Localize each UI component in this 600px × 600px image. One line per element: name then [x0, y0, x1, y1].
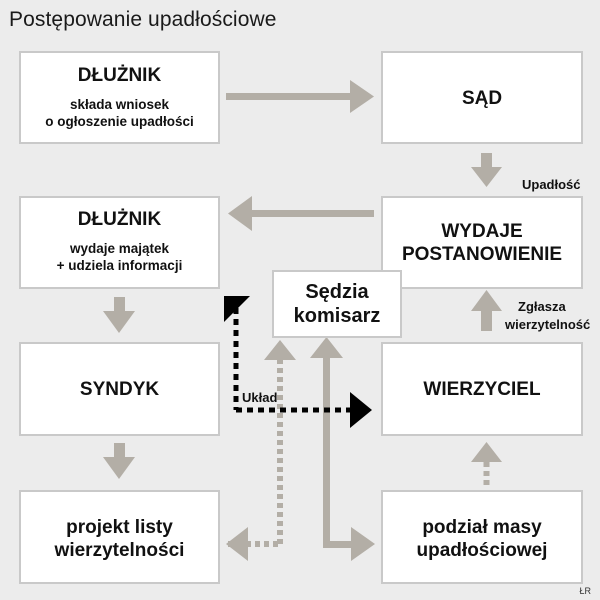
sad-heading: SĄD: [461, 88, 503, 109]
dluznik-line1: składa wniosek: [69, 97, 170, 112]
dluznik2-line1: wydaje majątek: [69, 241, 170, 256]
postanowienie-line1: WYDAJE: [441, 221, 523, 242]
label-zglasza: Zgłasza: [518, 299, 566, 314]
dluznik2-heading: DŁUŻNIK: [77, 209, 162, 230]
postanowienie-line2: POSTANOWIENIE: [401, 244, 563, 265]
sedzia-line2: komisarz: [293, 305, 381, 327]
box-syndyk: SYNDYK: [19, 342, 220, 436]
wierzyciel-heading: WIERZYCIEL: [423, 379, 541, 400]
arrow-postanowienie-to-dluznik: [228, 196, 374, 231]
arrow-podzial-to-wierzyciel-dotted: [471, 442, 502, 485]
arrow-sad-down: [471, 153, 502, 187]
arrow-wierzyciel-up: [471, 290, 502, 331]
dluznik2-line2: + udziela informacji: [56, 258, 183, 273]
box-podzial-masy: podział masy upadłościowej: [381, 490, 583, 584]
podzial-line2: upadłościowej: [416, 540, 548, 561]
projekt-line2: wierzytelności: [54, 540, 185, 561]
sedzia-line1: Sędzia: [305, 281, 369, 303]
arrow-uklad-dotted: [224, 296, 372, 428]
arrow-syndyk-to-projekt: [103, 443, 135, 479]
podzial-line1: podział masy: [422, 517, 542, 538]
box-sad: SĄD: [381, 51, 583, 144]
box-wierzyciel: WIERZYCIEL: [381, 342, 583, 436]
box-sedzia-komisarz: Sędzia komisarz: [272, 270, 402, 338]
projekt-line1: projekt listy: [66, 517, 173, 538]
dluznik-line2: o ogłoszenie upadłości: [45, 114, 194, 129]
box-postanowienie: WYDAJE POSTANOWIENIE: [381, 196, 583, 289]
arrow-dluznik-to-syndyk: [103, 297, 135, 333]
credit-text: ŁR: [579, 586, 591, 596]
dluznik-heading: DŁUŻNIK: [77, 65, 162, 86]
label-upadlosc: Upadłość: [522, 177, 581, 192]
diagram-title: Postępowanie upadłościowe: [9, 8, 277, 31]
box-projekt-listy: projekt listy wierzytelności: [19, 490, 220, 584]
box-dluznik-majatek: DŁUŻNIK wydaje majątek + udziela informa…: [19, 196, 220, 289]
label-wierzytelnosc: wierzytelność: [505, 317, 591, 332]
box-dluznik-wniosek: DŁUŻNIK składa wniosek o ogłoszenie upad…: [19, 51, 220, 144]
syndyk-heading: SYNDYK: [79, 379, 160, 400]
arrow-projekt-to-sedzia-dotted: [226, 340, 296, 561]
arrow-dluznik-to-sad: [226, 80, 374, 113]
arrow-sedzia-to-podzial: [310, 337, 375, 561]
label-uklad: Układ: [242, 390, 278, 405]
